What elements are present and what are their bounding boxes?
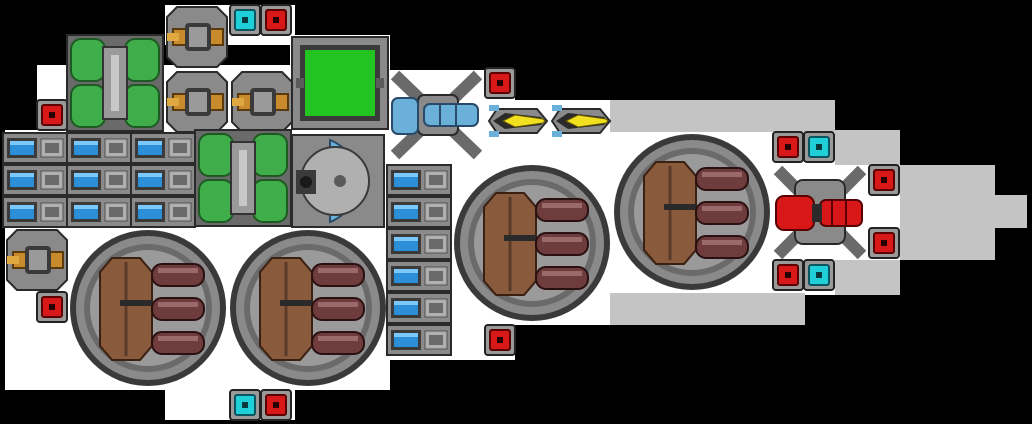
cargo-pod-icon[interactable] (452, 163, 612, 323)
blue-battery-cell-icon[interactable] (386, 196, 452, 228)
cargo-pod-icon[interactable] (68, 228, 228, 388)
battery-bank-middle (386, 164, 452, 356)
port-red-left-upper[interactable] (36, 99, 68, 131)
brass-turret-icon[interactable] (6, 229, 68, 291)
port-cyan-engine-bl[interactable] (803, 259, 835, 291)
port-red-engine-bl[interactable] (772, 259, 804, 291)
blue-battery-cell-icon[interactable] (2, 196, 68, 228)
port-red-mid-bottom[interactable] (484, 324, 516, 356)
green-fuel-tank-icon[interactable] (66, 34, 164, 132)
port-red-engine-tr[interactable] (868, 164, 900, 196)
shield-dome-icon[interactable] (291, 134, 385, 228)
port-red-left-lower[interactable] (36, 291, 68, 323)
blue-battery-cell-icon[interactable] (386, 228, 452, 260)
port-red-top[interactable] (260, 4, 292, 36)
red-engine-icon[interactable] (773, 165, 867, 260)
blue-battery-cell-icon[interactable] (66, 196, 132, 228)
port-cyan-bottom[interactable] (229, 389, 261, 421)
blue-battery-cell-icon[interactable] (66, 132, 132, 164)
port-red-engine-tl[interactable] (772, 131, 804, 163)
blue-battery-cell-icon[interactable] (386, 324, 452, 356)
blue-battery-cell-icon[interactable] (66, 164, 132, 196)
yellow-beam-icon[interactable] (488, 104, 548, 138)
port-cyan-engine-tl[interactable] (803, 131, 835, 163)
battery-bank-left (2, 132, 196, 228)
green-monitor-icon[interactable] (291, 36, 389, 130)
ice-cannon-icon[interactable] (390, 70, 483, 160)
blue-battery-cell-icon[interactable] (130, 164, 196, 196)
cargo-pod-icon[interactable] (228, 228, 388, 388)
brass-turret-icon[interactable] (231, 71, 293, 133)
brass-turret-icon[interactable] (166, 71, 228, 133)
blue-battery-cell-icon[interactable] (2, 132, 68, 164)
blue-battery-cell-icon[interactable] (130, 132, 196, 164)
port-red-bottom[interactable] (260, 389, 292, 421)
blue-battery-cell-icon[interactable] (386, 292, 452, 324)
port-red-engine-br[interactable] (868, 227, 900, 259)
green-fuel-tank-icon[interactable] (194, 129, 292, 227)
yellow-beam-icon[interactable] (551, 104, 611, 138)
brass-turret-icon[interactable] (166, 6, 228, 68)
blue-battery-cell-icon[interactable] (386, 260, 452, 292)
blue-battery-cell-icon[interactable] (386, 164, 452, 196)
blue-battery-cell-icon[interactable] (2, 164, 68, 196)
blue-battery-cell-icon[interactable] (130, 196, 196, 228)
cargo-pod-icon[interactable] (612, 132, 772, 292)
port-red-mid-top[interactable] (484, 67, 516, 99)
port-cyan-top[interactable] (229, 4, 261, 36)
